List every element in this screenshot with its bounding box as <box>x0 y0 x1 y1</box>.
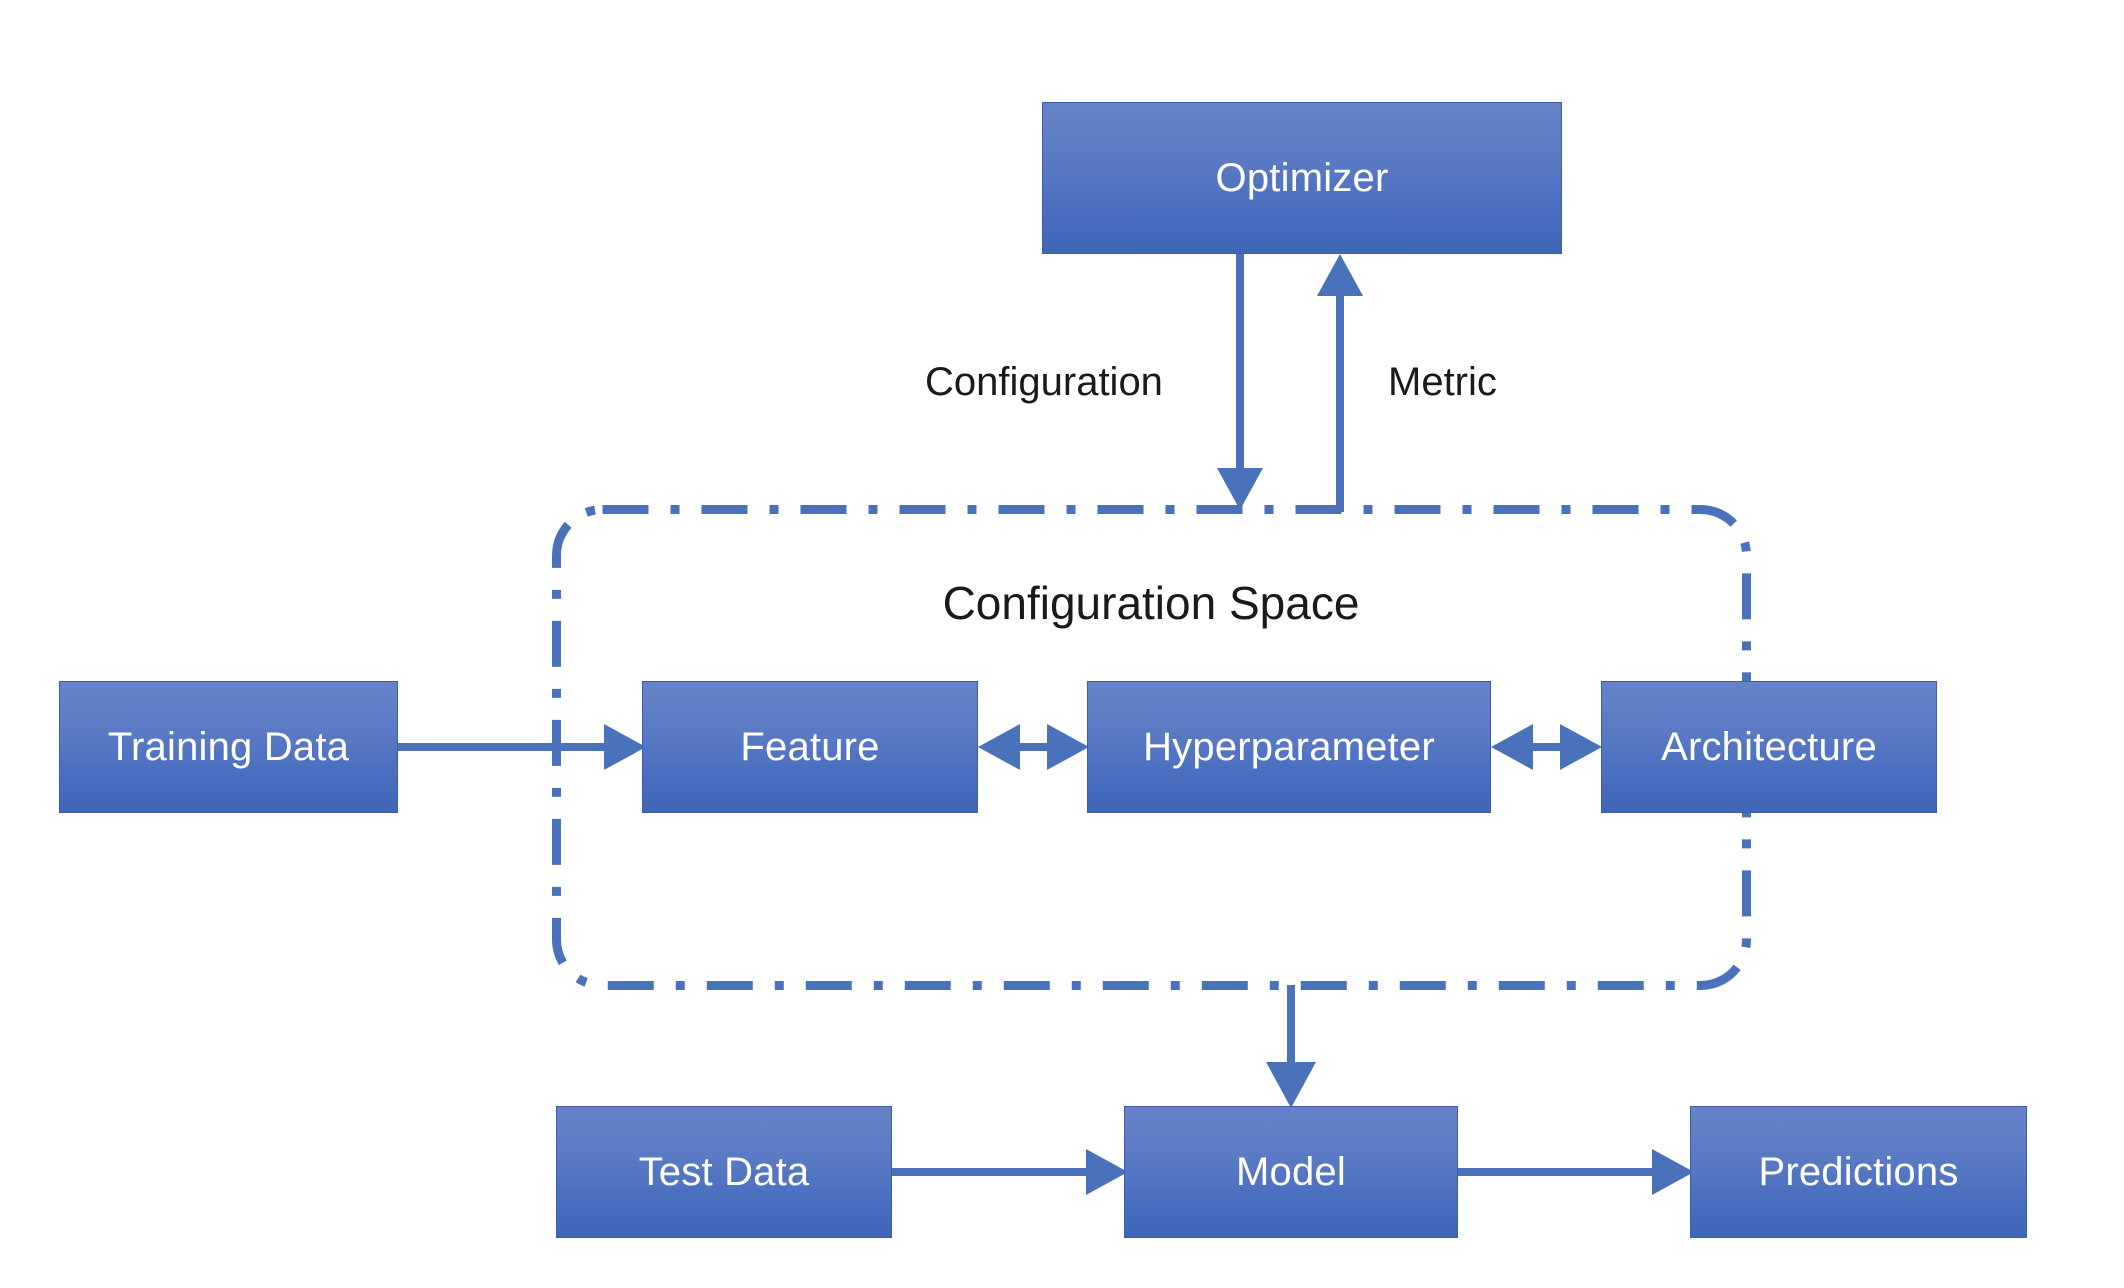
node-model-label: Model <box>1236 1150 1346 1194</box>
edge-hyperparameter-architecture <box>1491 724 1602 770</box>
edge-label-configuration: Configuration <box>925 360 1163 404</box>
node-training-data-label: Training Data <box>107 725 350 769</box>
node-optimizer-label: Optimizer <box>1215 156 1389 200</box>
node-training-data[interactable]: Training Data <box>59 681 398 813</box>
edge-training-data-to-feature <box>398 724 646 770</box>
edge-configuration <box>1217 254 1263 510</box>
edge-label-metric: Metric <box>1388 360 1497 404</box>
node-feature[interactable]: Feature <box>642 681 978 813</box>
node-optimizer[interactable]: Optimizer <box>1042 102 1562 254</box>
node-predictions[interactable]: Predictions <box>1690 1106 2027 1238</box>
node-architecture-label: Architecture <box>1661 725 1877 769</box>
node-architecture[interactable]: Architecture <box>1601 681 1937 813</box>
edge-config-space-to-model <box>1266 985 1316 1108</box>
node-feature-label: Feature <box>740 725 880 769</box>
edge-model-to-predictions <box>1458 1149 1694 1195</box>
node-hyperparameter-label: Hyperparameter <box>1143 725 1435 769</box>
configuration-space-title: Configuration Space <box>942 577 1360 629</box>
node-model[interactable]: Model <box>1124 1106 1458 1238</box>
edge-feature-hyperparameter <box>978 724 1089 770</box>
node-predictions-label: Predictions <box>1758 1150 1959 1194</box>
node-test-data-label: Test Data <box>638 1150 810 1194</box>
edge-test-data-to-model <box>892 1149 1128 1195</box>
node-hyperparameter[interactable]: Hyperparameter <box>1087 681 1491 813</box>
edge-metric <box>1317 254 1363 512</box>
node-test-data[interactable]: Test Data <box>556 1106 892 1238</box>
